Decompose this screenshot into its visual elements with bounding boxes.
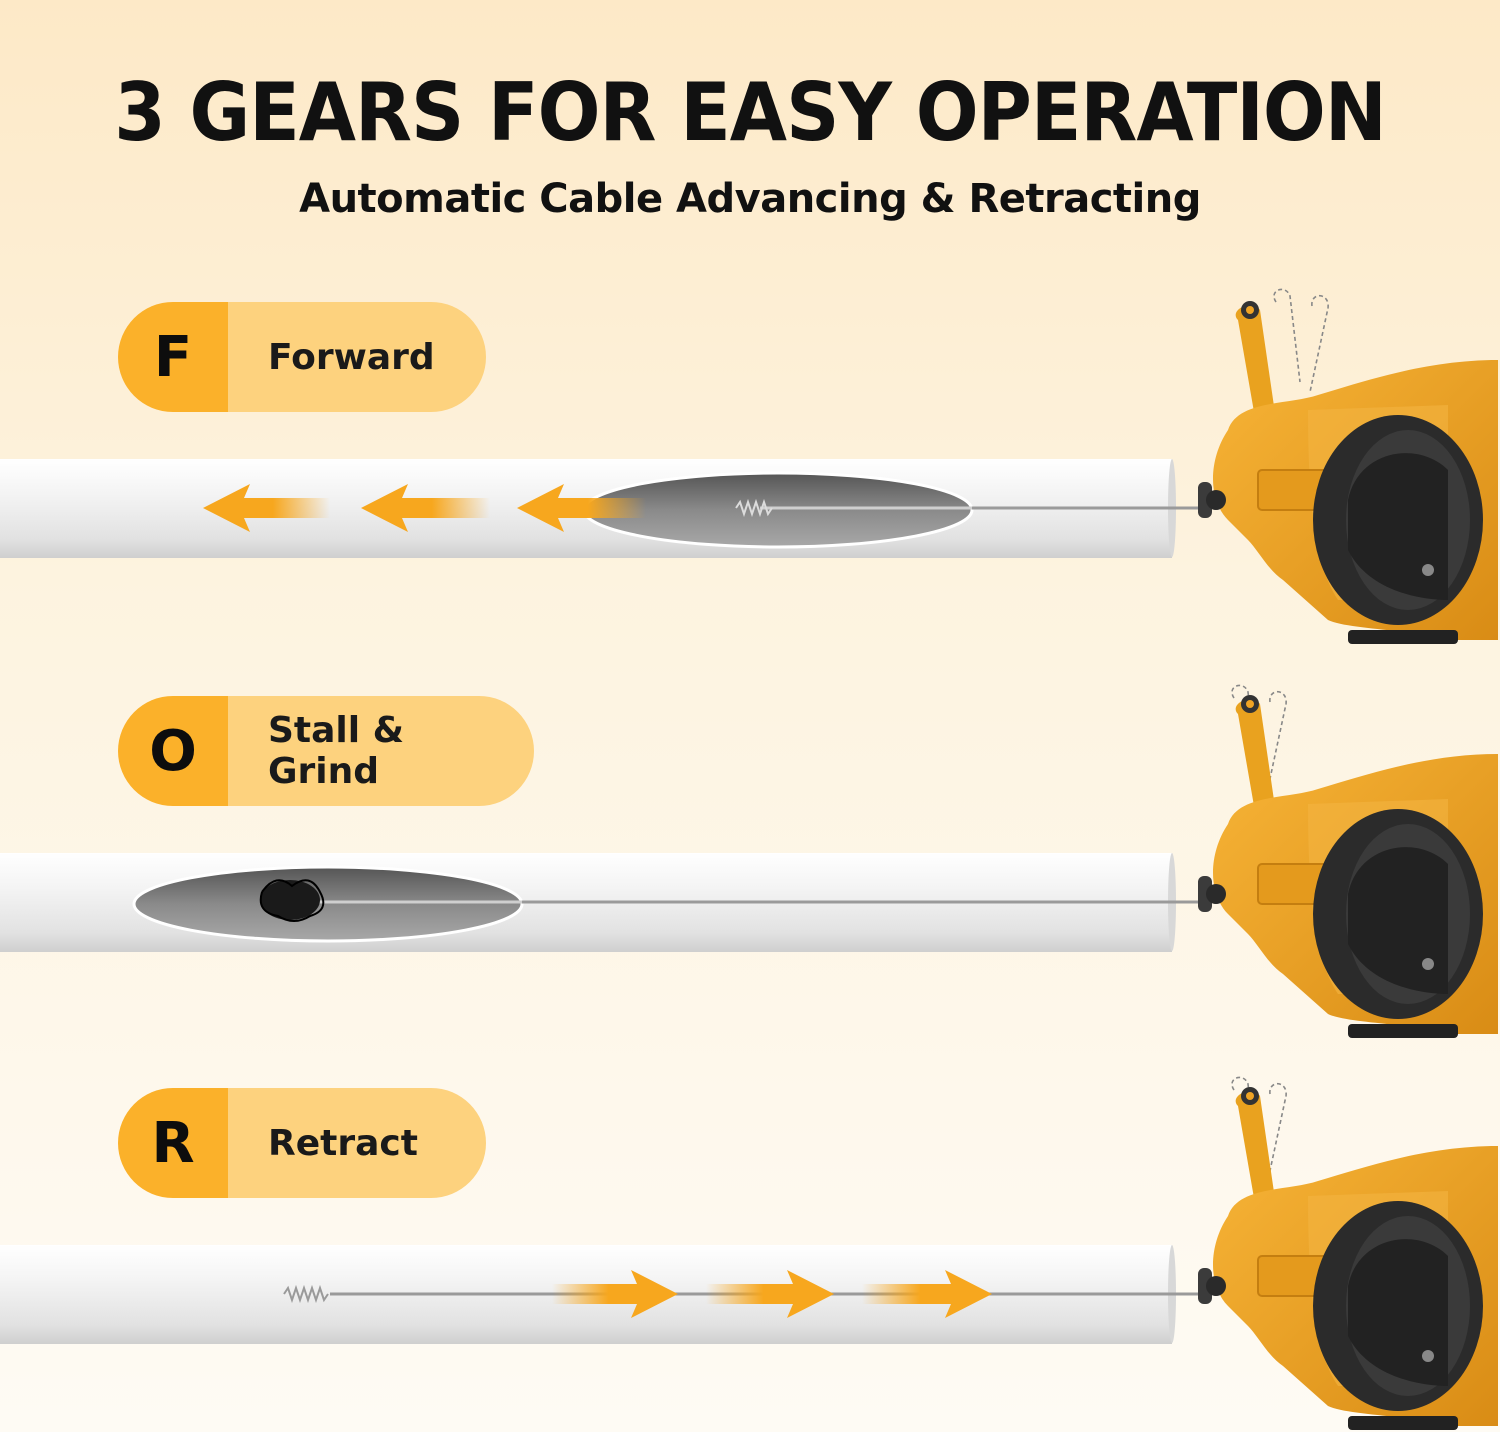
page-title: 3 GEARS FOR EASY OPERATION bbox=[114, 66, 1387, 160]
forward-arrows bbox=[203, 484, 646, 532]
arrow-right-icon bbox=[862, 1270, 992, 1318]
pipe-stall bbox=[0, 853, 1198, 952]
arrow-right-icon bbox=[706, 1270, 834, 1318]
gear-label: Forward bbox=[228, 302, 486, 412]
gear-label: Retract bbox=[228, 1088, 486, 1198]
gear-retract-badge: R Retract bbox=[118, 1088, 486, 1198]
gear-letter: O bbox=[118, 696, 228, 806]
retract-arrows bbox=[552, 1270, 992, 1318]
gear-letter: F bbox=[118, 302, 228, 412]
drain-machine-icon bbox=[1197, 1076, 1499, 1431]
arrow-left-icon bbox=[361, 484, 490, 532]
arrow-right-icon bbox=[552, 1270, 678, 1318]
drain-machine-icon bbox=[1197, 288, 1499, 645]
hair-clog-icon bbox=[259, 879, 325, 922]
arrow-left-icon bbox=[203, 484, 330, 532]
page-subtitle: Automatic Cable Advancing & Retracting bbox=[299, 176, 1201, 222]
gear-forward-badge: F Forward bbox=[118, 302, 486, 412]
drain-machine-icon bbox=[1197, 684, 1499, 1039]
gear-stall-badge: O Stall & Grind bbox=[118, 696, 534, 806]
gear-letter: R bbox=[118, 1088, 228, 1198]
gear-label: Stall & Grind bbox=[228, 696, 534, 806]
arrow-left-icon bbox=[517, 484, 646, 532]
